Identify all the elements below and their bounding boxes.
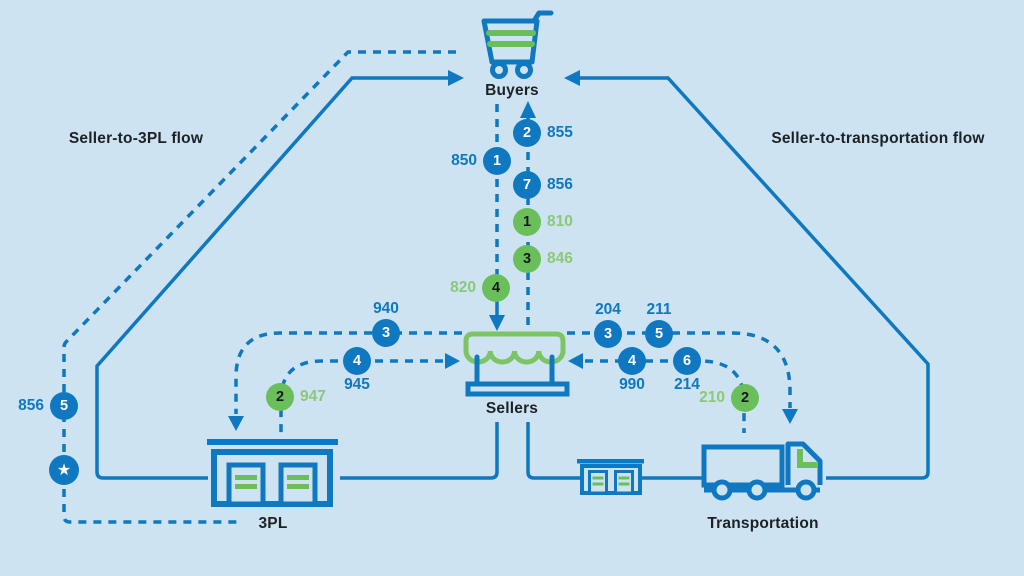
step-number: 2 — [522, 125, 532, 141]
step-value: 204 — [595, 301, 621, 318]
connector-sellers-to-3pl-bottom-solid — [340, 422, 499, 480]
step-number: 1 — [492, 153, 502, 169]
connector-transportation-to-buyers-solid — [580, 76, 930, 480]
shopping-cart-icon — [481, 10, 554, 79]
step-value: 856 — [18, 397, 44, 414]
step-number: 2 — [275, 389, 285, 405]
connector-3pl-to-buyers-solid — [95, 76, 448, 480]
flow-step-badge: 5 856 — [18, 392, 78, 420]
threepl-label: 3PL — [258, 515, 288, 532]
flow-step-badge: 2 210 — [699, 384, 759, 412]
connector-sellers-to-depot-solid — [526, 422, 580, 480]
step-value: 211 — [646, 301, 672, 318]
flow-step-badge: 5 211 — [645, 301, 673, 348]
flow-step-badge: 4 945 — [343, 347, 371, 393]
step-number: 5 — [59, 398, 69, 414]
step-number: 3 — [522, 251, 532, 267]
flow-step-badge: 4 820 — [450, 274, 510, 302]
step-value: 855 — [547, 124, 573, 141]
right-flow-title: Seller-to-transportation flow — [771, 130, 985, 147]
arrow-right-into-sellers — [445, 353, 460, 369]
step-number: 2 — [740, 390, 750, 406]
warehouse-icon — [207, 439, 338, 507]
step-value: 947 — [300, 388, 326, 405]
flow-step-badge: 7 856 — [513, 171, 573, 199]
flow-step-badge: 1 850 — [451, 147, 511, 175]
arrow-down-into-truck — [782, 409, 798, 424]
truck-icon — [701, 441, 823, 501]
flow-step-badge: 2 855 — [513, 119, 573, 147]
flow-step-badge: 3 846 — [513, 245, 573, 273]
step-value: 810 — [547, 213, 573, 230]
buyers-label: Buyers — [485, 82, 539, 99]
flow-step-badge: 4 990 — [618, 347, 646, 393]
connector-buyers-to-3pl-dashed — [62, 50, 456, 524]
flow-step-badge: 6 214 — [673, 347, 701, 393]
arrow-down-into-3pl — [228, 416, 244, 431]
step-number: 3 — [603, 326, 613, 342]
step-value: 990 — [619, 376, 645, 393]
step-value: 850 — [451, 152, 477, 169]
step-number: 5 — [654, 326, 664, 342]
step-value: 210 — [699, 389, 725, 406]
step-number: 6 — [682, 353, 692, 369]
step-value: 820 — [450, 279, 476, 296]
step-value: 940 — [373, 300, 399, 317]
step-number: 1 — [522, 214, 532, 230]
step-number: 7 — [522, 177, 532, 193]
arrow-left-into-buyers — [564, 70, 580, 86]
arrowheads — [228, 70, 798, 431]
arrow-up-into-buyers — [520, 101, 536, 118]
step-number: 4 — [352, 353, 362, 369]
arrow-left-into-sellers — [568, 353, 583, 369]
step-value: 856 — [547, 176, 573, 193]
arrow-right-into-buyers — [448, 70, 464, 86]
sellers-label: Sellers — [485, 400, 539, 417]
step-value: 846 — [547, 250, 573, 267]
left-flow-title: Seller-to-3PL flow — [68, 130, 204, 147]
step-value: 945 — [344, 376, 370, 393]
connector-sellers-to-transportation-dashed — [567, 331, 792, 408]
step-number: 4 — [627, 353, 637, 369]
flow-step-badge: 3 204 — [594, 301, 622, 348]
connector-sellers-to-3pl-dashed — [234, 331, 462, 414]
flow-step-badge: 3 940 — [372, 300, 400, 347]
market-stall-icon — [463, 331, 570, 397]
small-warehouse-icon — [577, 459, 644, 495]
flow-step-badge: 1 810 — [513, 208, 573, 236]
step-value: 214 — [674, 376, 700, 393]
step-number: 3 — [381, 325, 391, 341]
star-icon: ★ — [49, 455, 79, 485]
step-number: 4 — [491, 280, 501, 296]
flow-step-badge: 2 947 — [266, 383, 326, 411]
transportation-label: Transportation — [707, 515, 819, 532]
arrow-down-into-sellers — [489, 315, 505, 331]
